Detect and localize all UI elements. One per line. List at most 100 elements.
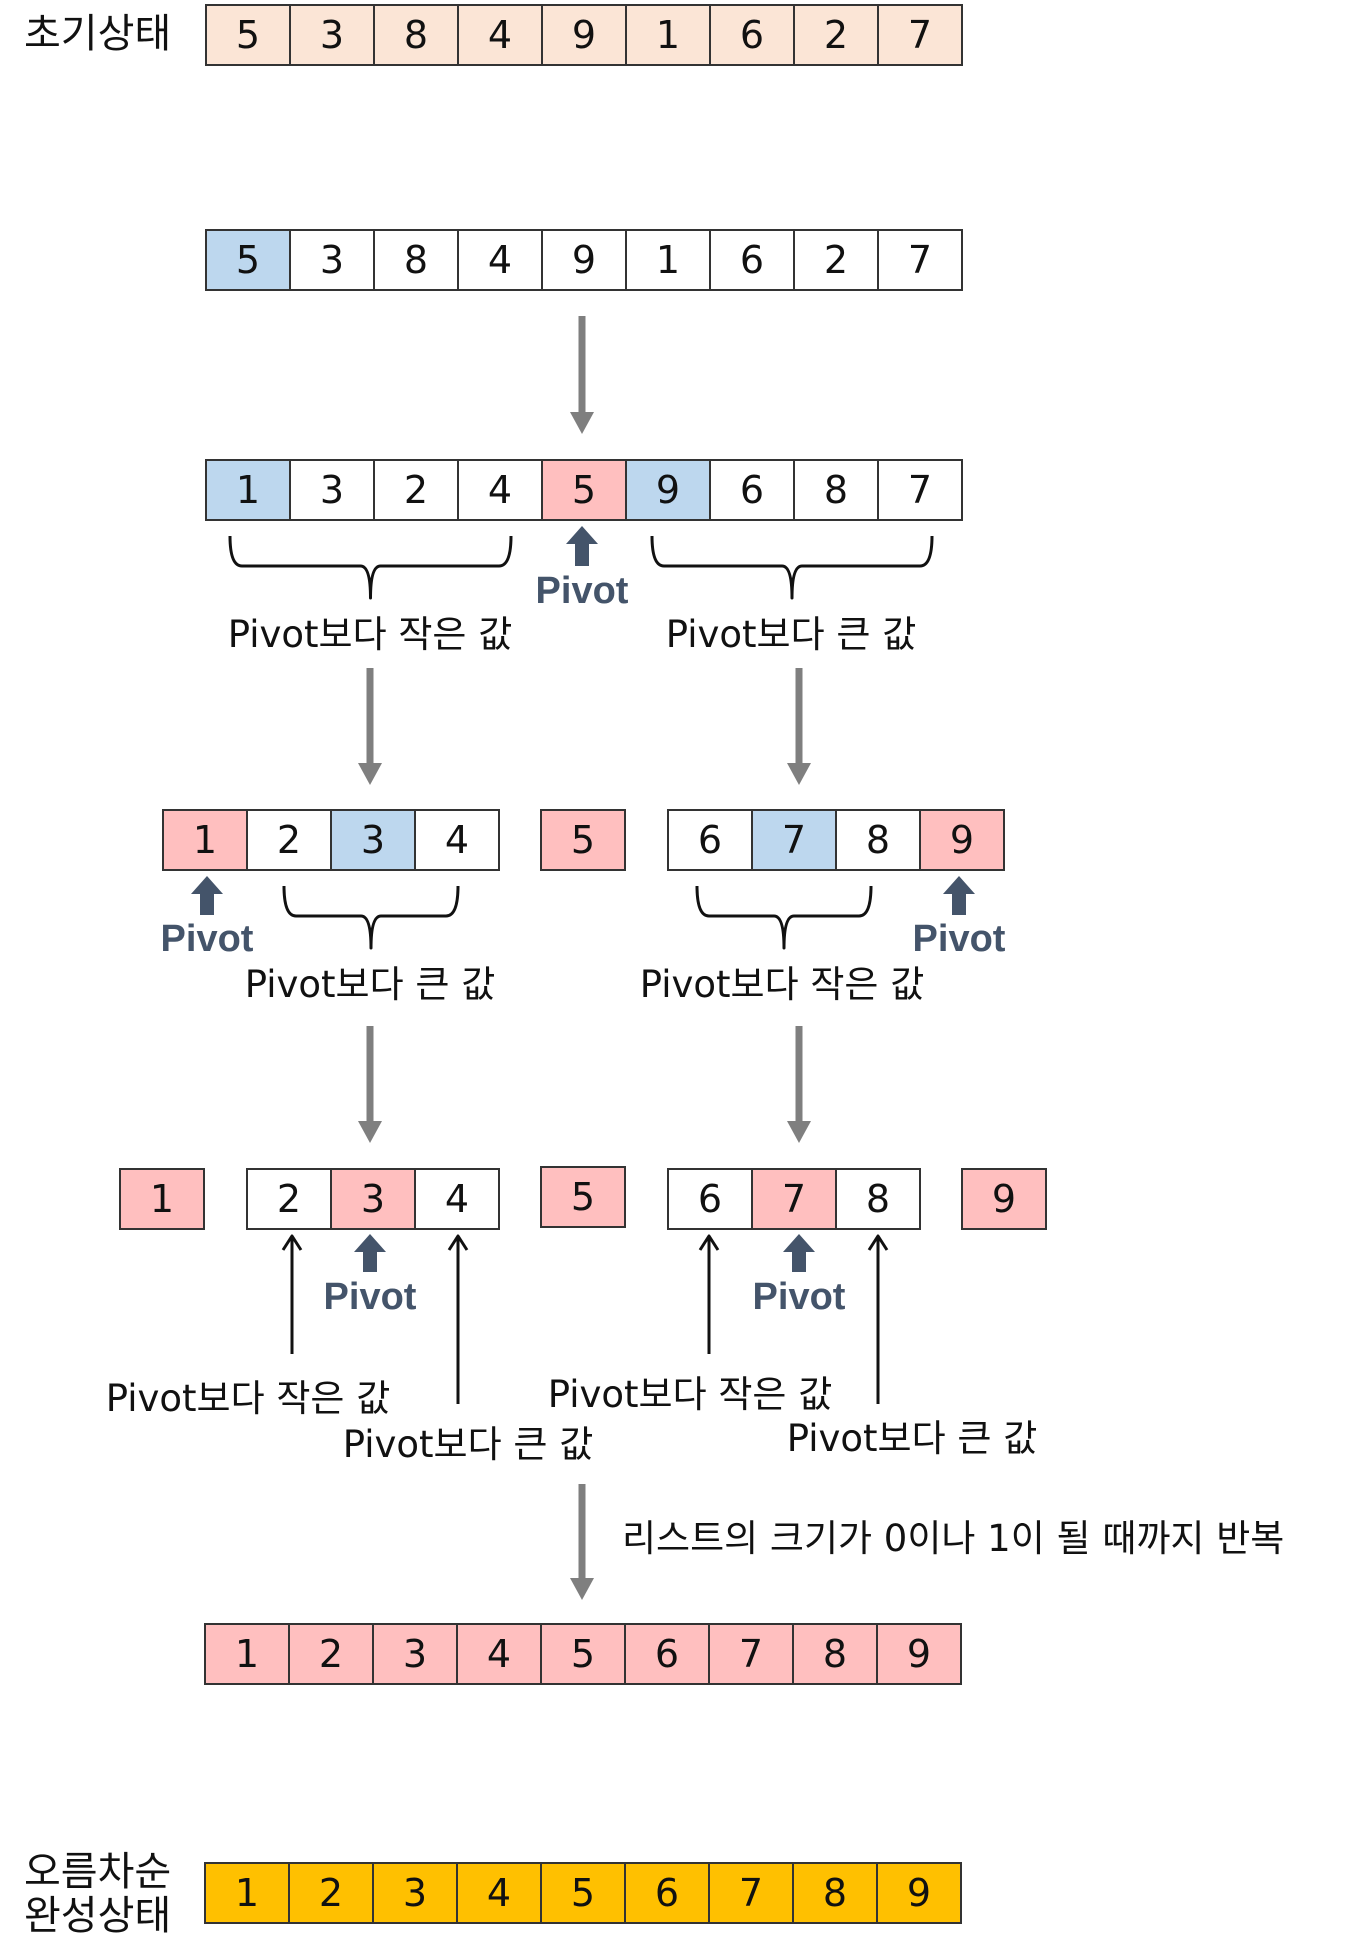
pivot-label: Pivot — [160, 918, 254, 960]
final-cell: 5 — [540, 1862, 626, 1924]
final-cell: 1 — [204, 1862, 290, 1924]
partition-1-cell: 7 — [877, 459, 963, 521]
flow-arrow-icon — [570, 412, 594, 434]
smaller-values-label: Pivot보다 작은 값 — [105, 1377, 391, 1420]
partition-1-cell: 4 — [457, 459, 543, 521]
partition-1-cell: 6 — [709, 459, 795, 521]
larger-values-label: Pivot보다 큰 값 — [342, 1423, 594, 1466]
partition-2-cell: 6 — [667, 809, 753, 871]
smaller-values-label: Pivot보다 작은 값 — [639, 963, 925, 1006]
pointer-arrow-icon — [867, 1234, 889, 1251]
select-pivot-cell: 1 — [625, 229, 711, 291]
larger-values-label: Pivot보다 큰 값 — [665, 613, 917, 656]
partition-3-cell: 5 — [540, 1166, 626, 1228]
initial-cell: 8 — [373, 4, 459, 66]
partition-2-cell: 7 — [751, 809, 837, 871]
partition-3-cell: 9 — [961, 1168, 1047, 1230]
all-sorted-cell: 6 — [624, 1623, 710, 1685]
initial-cell: 5 — [205, 4, 291, 66]
partition-3-cell: 6 — [667, 1168, 753, 1230]
initial-cell: 1 — [625, 4, 711, 66]
final-cell: 7 — [708, 1862, 794, 1924]
select-pivot-cell: 2 — [793, 229, 879, 291]
pointer-arrow-icon — [447, 1234, 469, 1251]
repeat-note: 리스트의 크기가 0이나 1이 될 때까지 반복 — [622, 1517, 1285, 1560]
partition-2-cell: 5 — [540, 809, 626, 871]
partition-1-cell: 2 — [373, 459, 459, 521]
brace-larger-group — [650, 535, 934, 600]
partition-2-cell: 1 — [162, 809, 248, 871]
all-sorted-cell: 7 — [708, 1623, 794, 1685]
partition-1-cell: 3 — [289, 459, 375, 521]
partition-2-cell: 4 — [414, 809, 500, 871]
flow-arrow-icon — [787, 763, 811, 785]
select-pivot-cell: 9 — [541, 229, 627, 291]
smaller-values-label: Pivot보다 작은 값 — [547, 1373, 833, 1416]
pivot-arrow-icon — [354, 1234, 386, 1272]
brace-smaller-group — [695, 885, 873, 950]
larger-values-label: Pivot보다 큰 값 — [244, 963, 496, 1006]
smaller-values-label: Pivot보다 작은 값 — [227, 613, 513, 656]
partition-3-cell: 4 — [414, 1168, 500, 1230]
flow-arrow-icon — [358, 763, 382, 785]
partition-2-cell: 9 — [919, 809, 1005, 871]
final-cell: 4 — [456, 1862, 542, 1924]
all-sorted-cell: 4 — [456, 1623, 542, 1685]
final-cell: 9 — [876, 1862, 962, 1924]
pivot-label: Pivot — [535, 570, 629, 612]
all-sorted-cell: 8 — [792, 1623, 878, 1685]
flow-arrow-icon — [787, 1121, 811, 1143]
select-pivot-cell: 5 — [205, 229, 291, 291]
pointer-arrow-icon — [698, 1234, 720, 1251]
initial-cell: 2 — [793, 4, 879, 66]
flow-arrow-icon — [358, 1121, 382, 1143]
initial-cell: 6 — [709, 4, 795, 66]
all-sorted-cell: 3 — [372, 1623, 458, 1685]
pivot-label: Pivot — [323, 1276, 417, 1318]
partition-3-cell: 8 — [835, 1168, 921, 1230]
final-cell: 3 — [372, 1862, 458, 1924]
all-sorted-cell: 9 — [876, 1623, 962, 1685]
initial-state-label: 초기상태 — [24, 11, 172, 57]
all-sorted-cell: 1 — [204, 1623, 290, 1685]
final-cell: 8 — [792, 1862, 878, 1924]
brace-larger-group — [282, 885, 460, 950]
larger-values-label: Pivot보다 큰 값 — [786, 1417, 1038, 1460]
initial-cell: 3 — [289, 4, 375, 66]
select-pivot-cell: 8 — [373, 229, 459, 291]
partition-3-cell: 7 — [751, 1168, 837, 1230]
final-cell: 2 — [288, 1862, 374, 1924]
sorted-state-label-line1: 오름차순 — [24, 1849, 172, 1895]
pivot-label: Pivot — [752, 1276, 846, 1318]
brace-smaller-group — [228, 535, 513, 600]
pivot-arrow-icon — [943, 876, 975, 915]
select-pivot-cell: 6 — [709, 229, 795, 291]
initial-cell: 7 — [877, 4, 963, 66]
partition-2-cell: 8 — [835, 809, 921, 871]
partition-3-cell: 3 — [330, 1168, 416, 1230]
partition-2-cell: 3 — [330, 809, 416, 871]
all-sorted-cell: 5 — [540, 1623, 626, 1685]
select-pivot-cell: 3 — [289, 229, 375, 291]
pivot-arrow-icon — [783, 1234, 815, 1272]
partition-3-cell: 2 — [246, 1168, 332, 1230]
all-sorted-cell: 2 — [288, 1623, 374, 1685]
initial-cell: 4 — [457, 4, 543, 66]
partition-1-cell: 8 — [793, 459, 879, 521]
partition-1-cell: 1 — [205, 459, 291, 521]
partition-3-cell: 1 — [119, 1168, 205, 1230]
pivot-arrow-icon — [191, 876, 223, 915]
select-pivot-cell: 4 — [457, 229, 543, 291]
partition-1-cell: 5 — [541, 459, 627, 521]
pivot-arrow-icon — [566, 526, 598, 566]
partition-2-cell: 2 — [246, 809, 332, 871]
flow-arrow-icon — [570, 1578, 594, 1600]
select-pivot-cell: 7 — [877, 229, 963, 291]
final-cell: 6 — [624, 1862, 710, 1924]
initial-cell: 9 — [541, 4, 627, 66]
partition-1-cell: 9 — [625, 459, 711, 521]
pivot-label: Pivot — [912, 918, 1006, 960]
pointer-arrow-icon — [281, 1234, 303, 1251]
